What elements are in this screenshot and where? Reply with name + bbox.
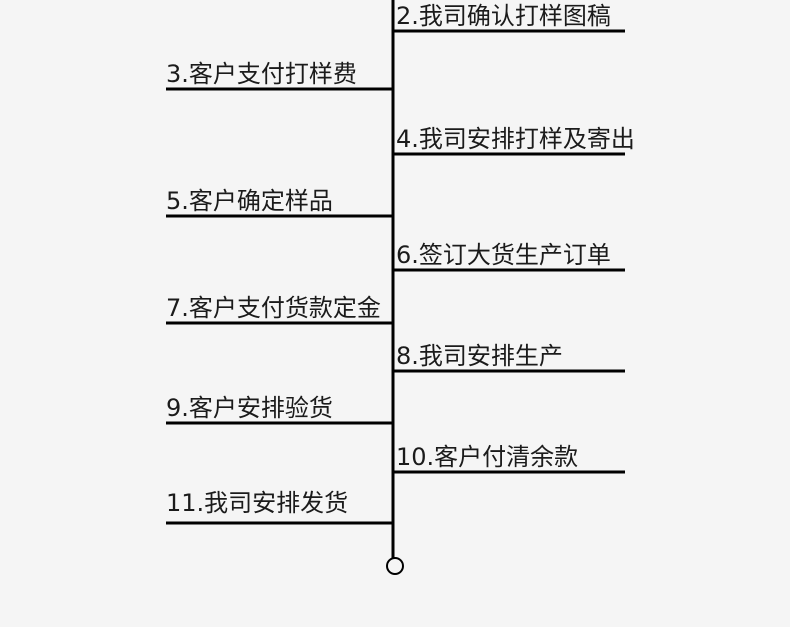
step-label-6: 6.签订大货生产订单: [396, 241, 611, 269]
timeline-end-circle-icon: [386, 557, 404, 575]
step-label-5: 5.客户确定样品: [166, 187, 333, 215]
step-label-2: 2.我司确认打样图稿: [396, 2, 611, 30]
step-label-10: 10.客户付清余款: [396, 443, 579, 471]
step-label-11: 11.我司安排发货: [166, 489, 349, 517]
step-label-4: 4.我司安排打样及寄出: [396, 125, 635, 153]
step-label-8: 8.我司安排生产: [396, 342, 563, 370]
step-label-9: 9.客户安排验货: [166, 394, 333, 422]
step-label-7: 7.客户支付货款定金: [166, 294, 381, 322]
step-label-3: 3.客户支付打样费: [166, 60, 357, 88]
